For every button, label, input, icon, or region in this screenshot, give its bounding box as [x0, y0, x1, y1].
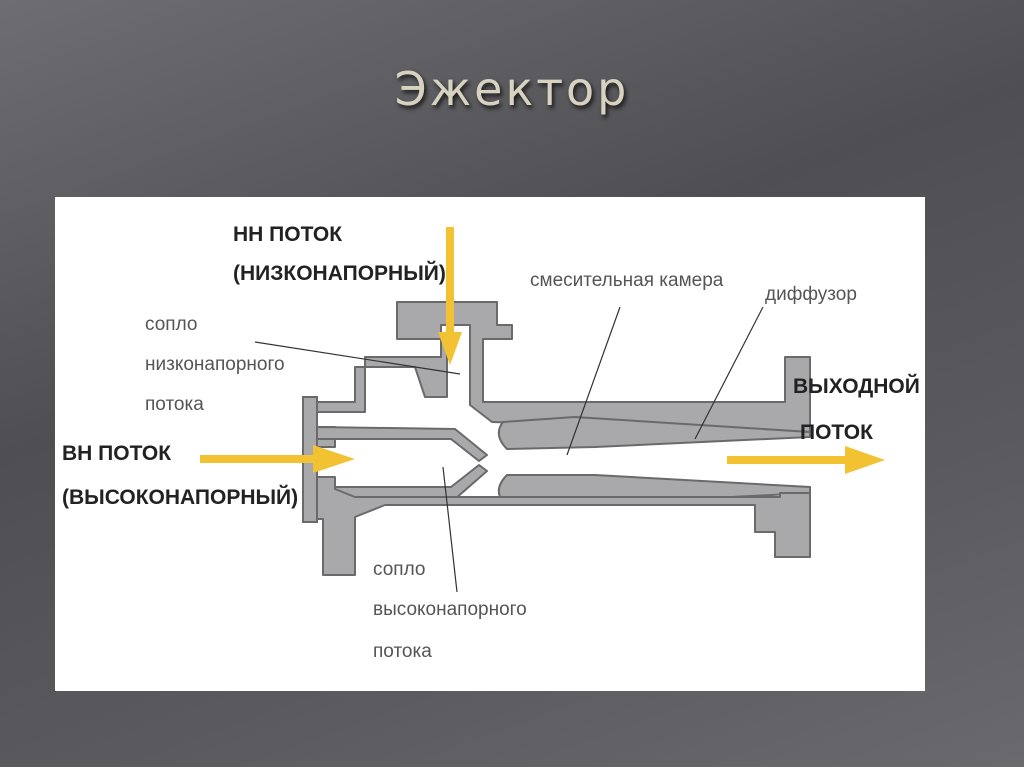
leader-diffuser: [694, 306, 764, 440]
label-vn-flow-line2: (ВЫСОКОНАПОРНЫЙ): [62, 485, 298, 509]
leader-low-nozzle: [254, 341, 461, 375]
ejector-diagram: НН ПОТОК (НИЗКОНАПОРНЫЙ) сопло низконапо…: [62, 223, 920, 662]
suction-port-housing: [304, 301, 811, 448]
label-high-nozzle-line2: высоконапорного: [373, 599, 527, 620]
mixing-chamber-upper: [497, 416, 811, 450]
label-out-flow-line1: ВЫХОДНОЙ: [793, 374, 920, 398]
label-out-flow-line2: ПОТОК: [800, 421, 873, 444]
label-high-nozzle-line1: сопло: [373, 559, 425, 580]
bottom-housing: [316, 476, 811, 576]
arrow-outlet: [727, 446, 885, 474]
label-diffuser: диффузор: [765, 284, 857, 305]
label-high-nozzle-line3: потока: [373, 641, 432, 662]
label-low-nozzle-line3: потока: [145, 394, 204, 415]
slide-title: Эжектор: [394, 62, 630, 116]
leader-mixing-chamber: [566, 306, 621, 456]
label-nn-flow-line2: (НИЗКОНАПОРНЫЙ): [233, 261, 446, 285]
label-low-nozzle-line2: низконапорного: [145, 354, 285, 375]
label-mixing-chamber: смесительная камера: [530, 270, 724, 291]
leader-high-nozzle: [442, 466, 458, 593]
arrow-high-pressure-inlet: [200, 445, 355, 473]
label-low-nozzle-line1: сопло: [145, 314, 197, 335]
arrow-low-pressure-inlet: [438, 227, 462, 365]
label-nn-flow-line1: НН ПОТОК: [233, 223, 342, 246]
diagram-panel: НН ПОТОК (НИЗКОНАПОРНЫЙ) сопло низконапо…: [55, 197, 925, 691]
label-vn-flow-line1: ВН ПОТОК: [62, 442, 171, 465]
